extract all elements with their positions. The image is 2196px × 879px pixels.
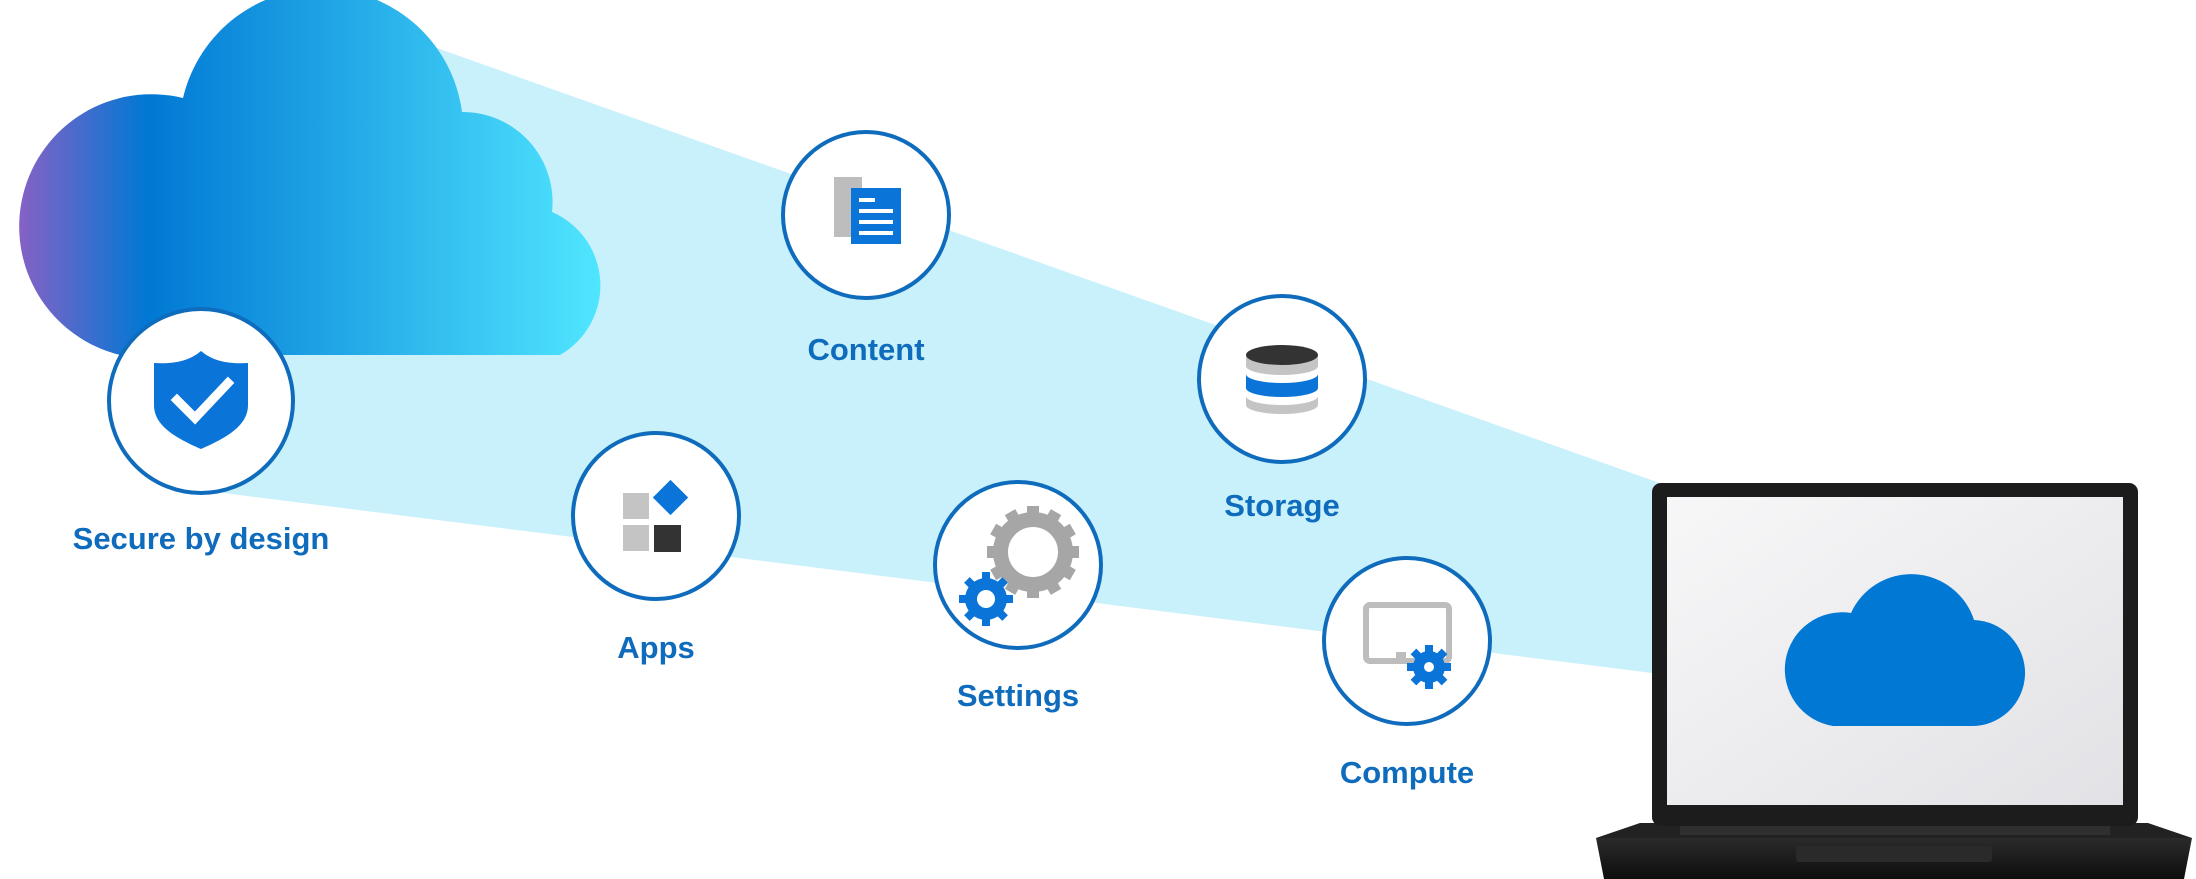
database-icon: [1246, 345, 1318, 414]
node-compute: [1322, 556, 1492, 726]
node-apps: [571, 431, 741, 601]
apps-grid-icon: [623, 479, 689, 552]
node-label-secure-by-design: Secure by design: [72, 521, 330, 556]
shield-check-icon: [154, 351, 248, 449]
node-label-settings: Settings: [956, 678, 1080, 713]
monitor-gear-icon: [1363, 602, 1452, 689]
screen-cloud-icon: [1784, 574, 2026, 727]
node-label-apps: Apps: [617, 630, 695, 665]
gears-icon: [959, 506, 1079, 626]
node-label-content: Content: [807, 332, 925, 367]
node-label-compute: Compute: [1339, 755, 1475, 790]
node-secure-by-design: [107, 307, 295, 495]
node-settings: [933, 480, 1103, 650]
laptop-icon: [1596, 483, 2192, 879]
cloud-icon: [19, 0, 601, 355]
node-label-storage: Storage: [1224, 488, 1340, 523]
node-storage: [1197, 294, 1367, 464]
document-icon: [834, 177, 901, 244]
node-content: [781, 130, 951, 300]
